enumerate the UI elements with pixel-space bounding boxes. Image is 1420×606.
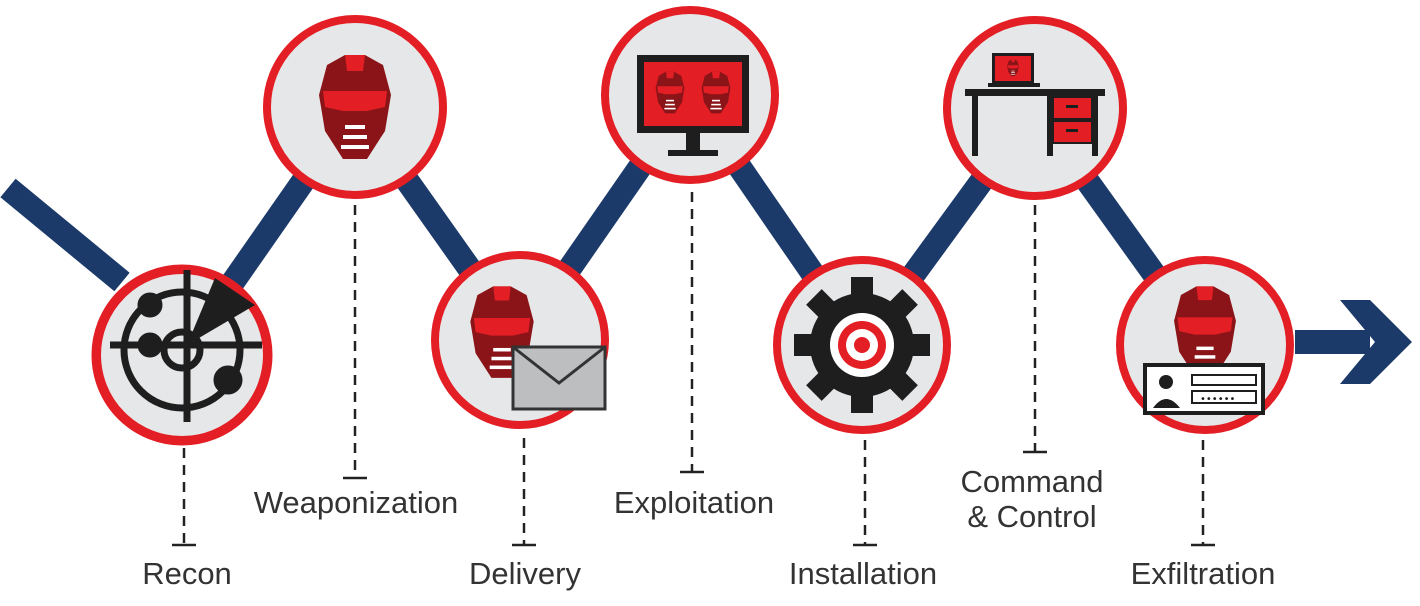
stage-recon <box>91 264 273 446</box>
stage-label-delivery: Delivery <box>469 556 581 591</box>
leader-lines <box>172 192 1215 547</box>
stage-label-exfiltration: Exfiltration <box>1131 556 1276 591</box>
monitor-robots-icon <box>637 55 749 156</box>
stage-weaponization <box>263 15 447 199</box>
stage-label-recon: Recon <box>142 556 232 591</box>
stage-label-installation: Installation <box>789 556 937 591</box>
stage-label-command: Command <box>961 464 1104 499</box>
stage-delivery <box>431 251 609 429</box>
gear-target-icon <box>794 277 930 413</box>
stage-installation <box>773 256 951 434</box>
arrow-head-icon <box>1340 300 1412 384</box>
stage-label-exploitation: Exploitation <box>614 485 774 520</box>
stage-command-control <box>943 16 1127 200</box>
stage-label-weaponization: Weaponization <box>254 485 459 520</box>
radar-icon <box>110 270 262 422</box>
connector <box>0 178 130 292</box>
id-card-icon: •••••• <box>1143 363 1265 415</box>
stage-exploitation <box>601 6 779 184</box>
svg-text:••••••: •••••• <box>1200 394 1235 405</box>
envelope-icon <box>511 345 607 411</box>
stage-label-control: & Control <box>967 499 1096 534</box>
stage-exfiltration: •••••• <box>1116 256 1294 434</box>
desk-laptop-icon <box>965 53 1105 156</box>
